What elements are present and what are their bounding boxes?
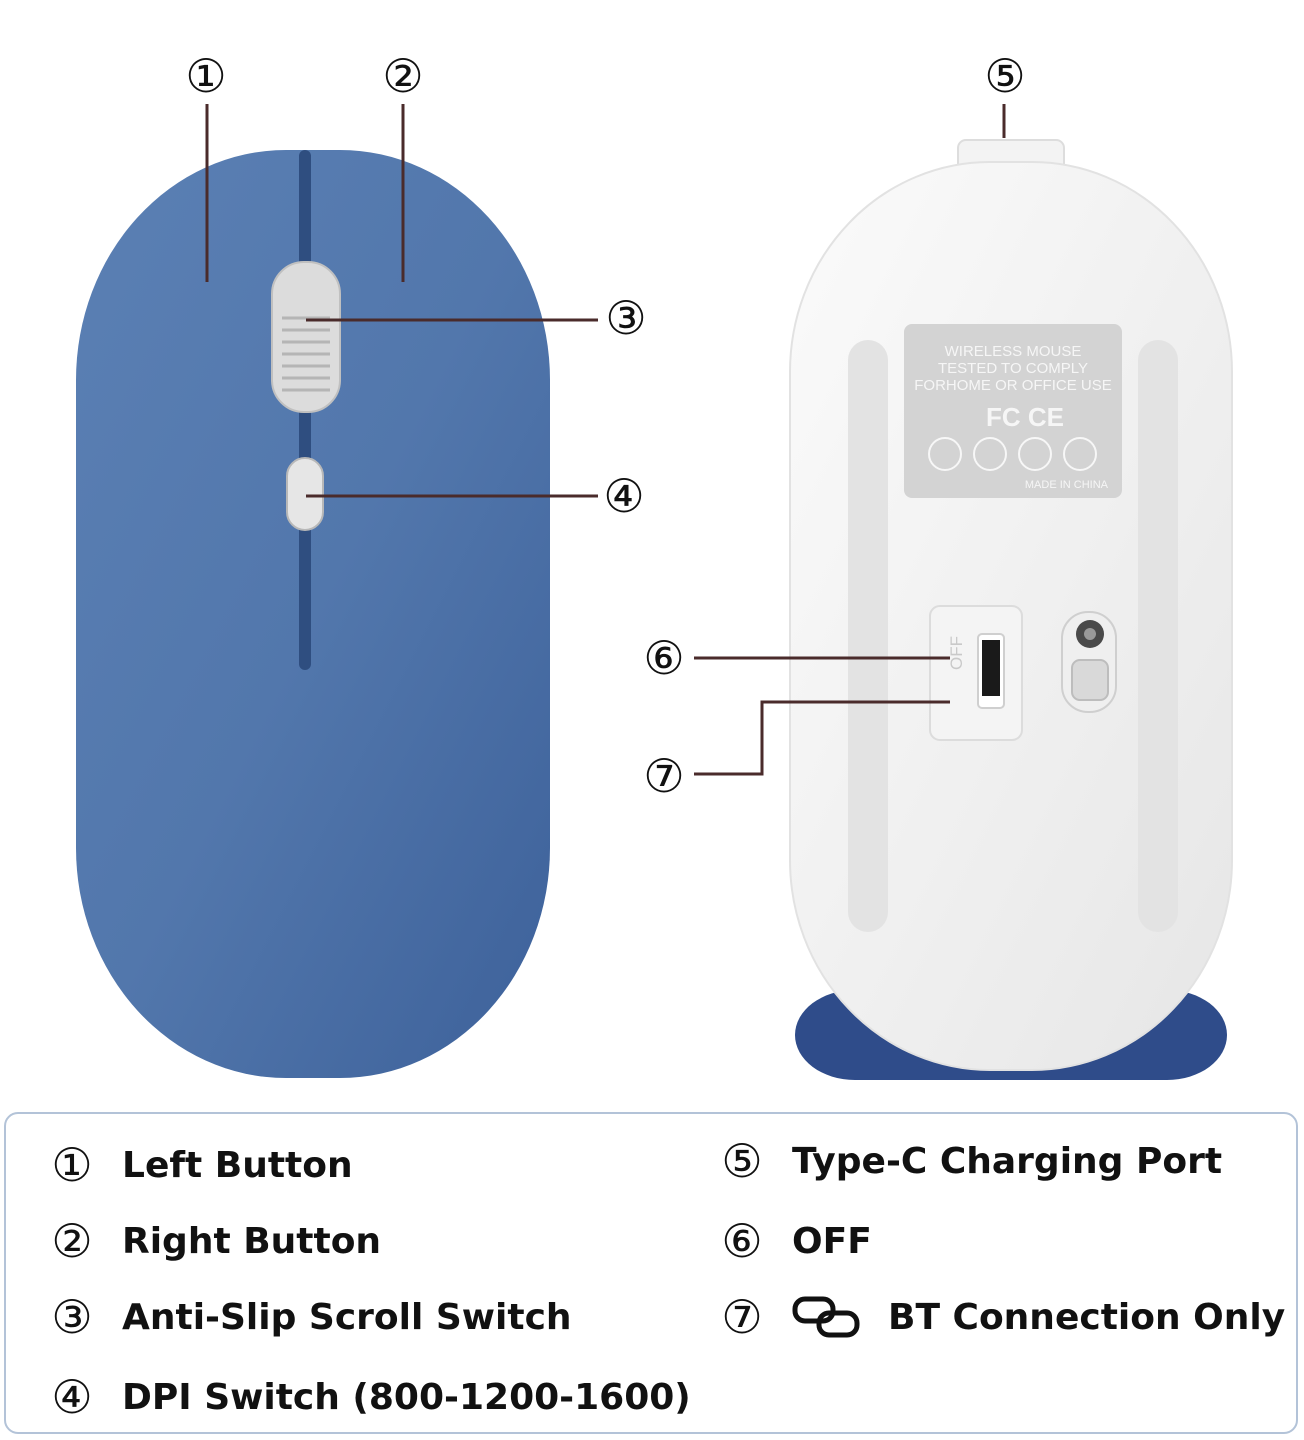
legend-item-dpi-switch: ④ DPI Switch (800-1200-1600) xyxy=(46,1370,691,1424)
plate-certification-marks: FC CE xyxy=(986,402,1064,432)
mouse-bottom-view xyxy=(789,139,1233,1080)
bluetooth-link-icon xyxy=(792,1296,860,1338)
legend-label: OFF xyxy=(792,1220,872,1262)
legend-number: ⑥ xyxy=(721,1214,763,1268)
legend-label: BT Connection Only xyxy=(888,1296,1286,1338)
scroll-wheel xyxy=(271,261,341,413)
callout-4: ④ xyxy=(603,469,645,523)
leader-lines xyxy=(205,104,1006,776)
mouse-illustration: WIRELESS MOUSE TESTED TO COMPLY FORHOME … xyxy=(76,104,1233,1080)
plate-line-2: TESTED TO COMPLY xyxy=(938,360,1088,377)
product-diagram: WIRELESS MOUSE TESTED TO COMPLY FORHOME … xyxy=(76,49,1233,1080)
optical-sensor-window xyxy=(1071,659,1109,701)
legend-item-bt-connection: ⑦ BT Connection Only xyxy=(716,1290,1285,1344)
label-plate-icons xyxy=(928,437,1097,471)
power-switch-housing xyxy=(929,605,1023,741)
legend-number: ① xyxy=(51,1138,93,1192)
plate-made-in: MADE IN CHINA xyxy=(1025,479,1109,491)
plate-line-3: FORHOME OR OFFICE USE xyxy=(914,377,1112,394)
switch-off-label: OFF xyxy=(947,636,966,670)
callout-5: ⑤ xyxy=(984,49,1026,103)
callout-3: ③ xyxy=(605,291,647,345)
legend-number: ③ xyxy=(51,1290,93,1344)
legend-item-left-button: ① Left Button xyxy=(46,1138,353,1192)
legend-item-right-button: ② Right Button xyxy=(46,1214,381,1268)
glide-pad-left xyxy=(848,340,888,932)
scroll-wheel-ridges xyxy=(282,316,330,392)
glide-pad-right xyxy=(1138,340,1178,932)
legend-label: Left Button xyxy=(122,1144,353,1186)
callout-6: ⑥ xyxy=(643,631,685,685)
legend-item-scroll-switch: ③ Anti-Slip Scroll Switch xyxy=(46,1290,572,1344)
plate-line-1: WIRELESS MOUSE xyxy=(945,343,1082,360)
legend-number: ② xyxy=(51,1214,93,1268)
legend-number: ⑦ xyxy=(721,1290,763,1344)
power-switch-knob xyxy=(982,640,1000,696)
legend-item-charging-port: ⑤ Type-C Charging Port xyxy=(716,1134,1222,1188)
dpi-button xyxy=(286,457,324,531)
legend-number: ④ xyxy=(51,1370,93,1424)
legend-number: ⑤ xyxy=(721,1134,763,1188)
callout-1: ① xyxy=(185,49,227,103)
legend-label: Type-C Charging Port xyxy=(792,1140,1223,1182)
legend-label: Right Button xyxy=(122,1220,382,1262)
optical-sensor-center xyxy=(1084,628,1096,640)
legend-label: DPI Switch (800-1200-1600) xyxy=(122,1376,691,1418)
legend-label: Anti-Slip Scroll Switch xyxy=(122,1296,572,1338)
legend-item-off: ⑥ OFF xyxy=(716,1214,872,1268)
label-plate xyxy=(904,324,1122,498)
mouse-body xyxy=(76,150,550,1078)
mouse-top-view xyxy=(76,150,550,1078)
legend-panel: ① Left Button ② Right Button ③ Anti-Slip… xyxy=(4,1112,1298,1434)
callout-2: ② xyxy=(382,49,424,103)
callout-7: ⑦ xyxy=(643,749,685,803)
